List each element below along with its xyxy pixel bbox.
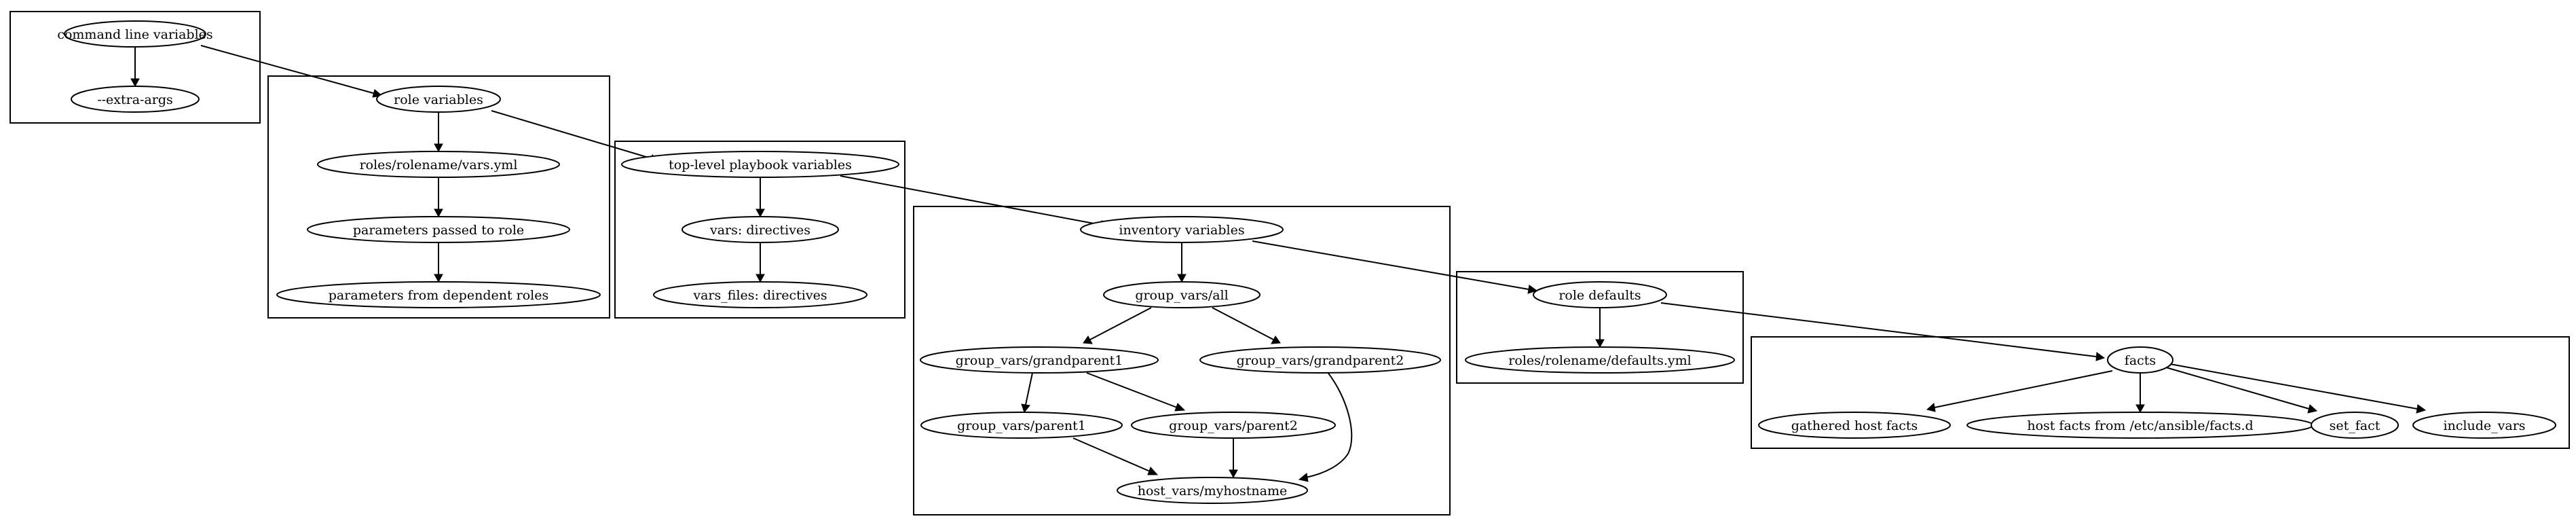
node-label: role defaults bbox=[1558, 288, 1641, 303]
node-label: --extra-args bbox=[97, 92, 173, 107]
node-vars-directives: vars: directives bbox=[682, 216, 839, 243]
node-label: host_vars/myhostname bbox=[1138, 484, 1288, 499]
edge-facts-to-include-vars bbox=[2169, 363, 2418, 410]
node-group-vars-grandparent1: group_vars/grandparent1 bbox=[920, 346, 1159, 374]
node-facts: facts bbox=[2107, 346, 2173, 374]
node-label: gathered host facts bbox=[1791, 418, 1918, 433]
node-group-vars-parent2: group_vars/parent2 bbox=[1131, 412, 1336, 439]
edge-grandparent1-to-parent2 bbox=[1086, 372, 1178, 408]
node-command-line-variables: command line variables bbox=[57, 20, 213, 48]
node-parameters-passed-to-role: parameters passed to role bbox=[307, 216, 570, 243]
arrowhead-include-vars bbox=[2416, 404, 2427, 414]
edge-role-variables-to-playbook bbox=[491, 110, 654, 160]
node-host-facts-from-etc-ansible-facts-d: host facts from /etc/ansible/facts.d bbox=[1966, 412, 2314, 439]
node-label: parameters from dependent roles bbox=[329, 288, 548, 303]
arrowhead-set-fact bbox=[2307, 404, 2318, 414]
node-label: command line variables bbox=[57, 27, 212, 42]
edge-inventory-to-role-defaults bbox=[1252, 240, 1529, 290]
node-label: group_vars/grandparent1 bbox=[956, 353, 1123, 368]
cluster-role-defaults bbox=[1456, 271, 1744, 384]
node-label: host facts from /etc/ansible/facts.d bbox=[2027, 418, 2253, 433]
node-group-vars-parent1: group_vars/parent1 bbox=[920, 412, 1123, 439]
node-label: vars: directives bbox=[709, 223, 810, 238]
edge-playbook-to-inventory bbox=[840, 175, 1102, 225]
edge-cli-to-role-variables bbox=[200, 45, 376, 94]
node-extra-args: --extra-args bbox=[71, 86, 200, 113]
node-label: include_vars bbox=[2443, 418, 2525, 433]
edge-facts-to-gathered bbox=[1934, 370, 2113, 408]
node-label: group_vars/grandparent2 bbox=[1237, 353, 1404, 368]
arrowhead-gathered bbox=[1926, 403, 1936, 412]
edge-all-to-grandparent1 bbox=[1089, 307, 1152, 340]
cluster-inventory-variables bbox=[913, 206, 1451, 515]
node-label: roles/rolename/vars.yml bbox=[360, 158, 518, 173]
node-parameters-from-dependent-roles: parameters from dependent roles bbox=[276, 281, 601, 308]
node-include-vars: include_vars bbox=[2412, 412, 2556, 439]
edge-all-to-grandparent2 bbox=[1212, 307, 1274, 340]
nodes: command line variables --extra-args role… bbox=[57, 20, 2556, 504]
cluster-command-line bbox=[10, 11, 261, 124]
arrowhead-parent1 bbox=[1021, 403, 1030, 414]
arrowhead-params-dep bbox=[434, 274, 443, 283]
edges bbox=[130, 45, 2427, 482]
node-host-vars-myhostname: host_vars/myhostname bbox=[1117, 477, 1308, 504]
clusters bbox=[10, 11, 2570, 515]
arrowhead-vars-yml bbox=[434, 143, 443, 153]
node-label: roles/rolename/defaults.yml bbox=[1508, 353, 1691, 368]
cluster-facts bbox=[1751, 336, 2570, 449]
arrowhead-params bbox=[434, 209, 443, 218]
node-label: group_vars/parent2 bbox=[1169, 418, 1298, 433]
edge-facts-to-set-fact bbox=[2165, 367, 2310, 410]
arrowhead-hostvars-from-parent2 bbox=[1229, 469, 1238, 479]
node-label: inventory variables bbox=[1119, 223, 1244, 238]
arrowhead-grandparent1 bbox=[1083, 336, 1093, 344]
cluster-role-variables bbox=[267, 75, 610, 319]
edge-role-defaults-to-facts bbox=[1660, 302, 2097, 357]
node-inventory-variables: inventory variables bbox=[1080, 216, 1284, 243]
edge-grandparent1-to-parent1 bbox=[1025, 372, 1033, 405]
arrowhead-group-vars-all bbox=[1177, 274, 1187, 283]
node-label: parameters passed to role bbox=[353, 223, 524, 238]
node-label: group_vars/parent1 bbox=[957, 418, 1086, 433]
arrowhead-vars-directives bbox=[755, 209, 765, 218]
node-label: vars_files: directives bbox=[692, 288, 827, 303]
arrowhead-parent2 bbox=[1174, 403, 1186, 412]
arrowhead-extra-args bbox=[130, 78, 140, 88]
node-label: role variables bbox=[394, 92, 483, 107]
edge-grandparent2-to-hostvars bbox=[1305, 371, 1353, 478]
node-top-level-playbook-variables: top-level playbook variables bbox=[621, 151, 899, 178]
node-role-defaults: role defaults bbox=[1533, 281, 1667, 308]
node-label: top-level playbook variables bbox=[669, 158, 852, 173]
node-label: facts bbox=[2125, 353, 2156, 368]
arrowhead-hostvars-from-parent1 bbox=[1147, 467, 1159, 475]
node-roles-rolename-defaults-yml: roles/rolename/defaults.yml bbox=[1465, 346, 1735, 374]
node-roles-rolename-vars-yml: roles/rolename/vars.yml bbox=[317, 151, 560, 178]
node-label: group_vars/all bbox=[1135, 288, 1228, 303]
arrowhead-vars-files bbox=[755, 274, 765, 283]
node-label: set_fact bbox=[2330, 418, 2381, 433]
edge-parent1-to-hostvars bbox=[1072, 437, 1151, 472]
cluster-playbook-variables bbox=[614, 141, 906, 319]
node-gathered-host-facts: gathered host facts bbox=[1758, 412, 1951, 439]
node-vars-files-directives: vars_files: directives bbox=[653, 281, 867, 308]
arrowhead-defaults-yml bbox=[1595, 339, 1605, 348]
arrowhead-facts bbox=[2095, 352, 2106, 361]
arrowhead-hostvars-from-grandparent2 bbox=[1298, 473, 1309, 482]
arrowhead-host-facts bbox=[2135, 404, 2145, 414]
node-set-fact: set_fact bbox=[2311, 412, 2399, 439]
arrowhead-grandparent2 bbox=[1271, 336, 1281, 344]
node-group-vars-grandparent2: group_vars/grandparent2 bbox=[1199, 346, 1441, 374]
node-role-variables: role variables bbox=[376, 86, 501, 113]
node-group-vars-all: group_vars/all bbox=[1103, 281, 1261, 308]
